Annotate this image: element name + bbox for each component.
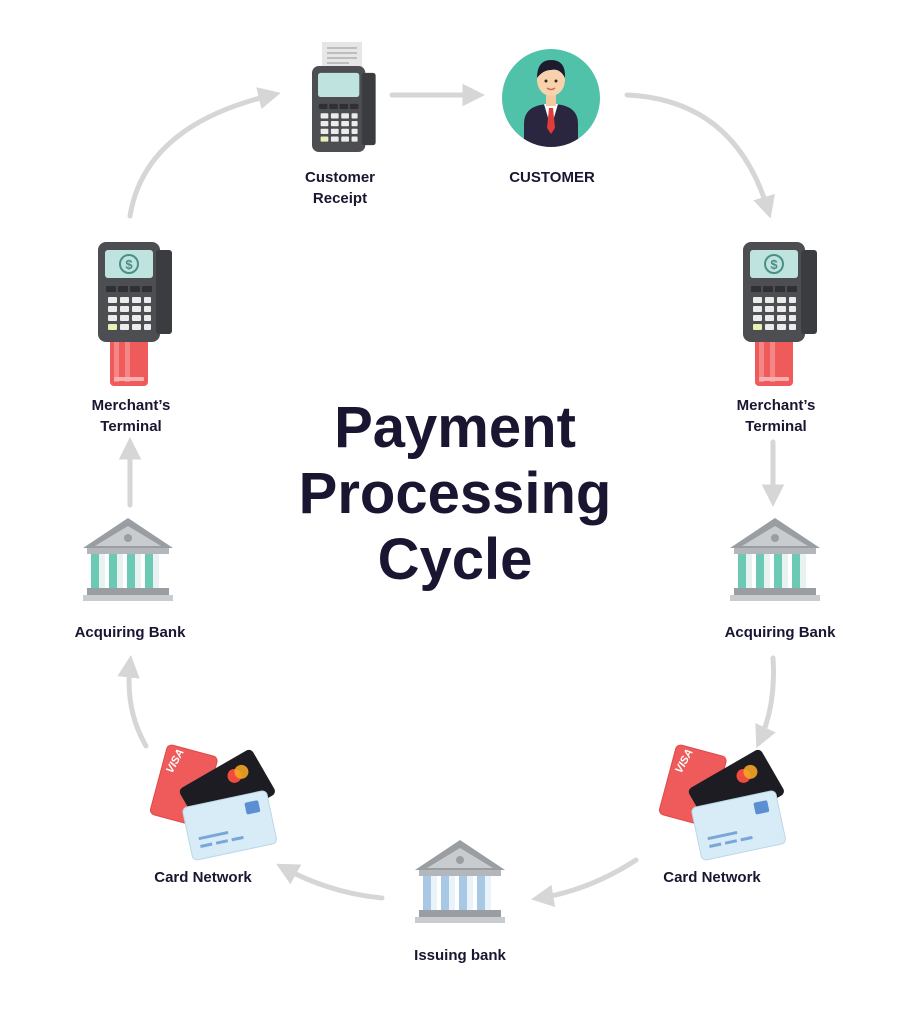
bank-building-icon-left bbox=[83, 518, 173, 601]
title-line-2: Processing bbox=[298, 461, 612, 526]
payment-cards-icon-right bbox=[657, 743, 787, 862]
arrow-bank-right-to-cards-right bbox=[755, 655, 776, 749]
label-acquiring-bank-right: Acquiring Bank bbox=[724, 624, 836, 641]
label-merchant-terminal-right-line-1: Merchant’s bbox=[736, 397, 816, 414]
label-customer-receipt-line-1: Customer bbox=[304, 169, 375, 186]
cycle-arrows bbox=[117, 83, 785, 907]
arrow-customer-to-terminal-right bbox=[624, 92, 775, 219]
arrow-cards-left-to-bank-left bbox=[117, 655, 149, 749]
bank-building-icon-issuing bbox=[415, 840, 505, 923]
label-merchant-terminal-left-line-1: Merchant’s bbox=[91, 397, 171, 414]
arrow-terminal-left-to-receipt bbox=[127, 87, 281, 219]
title-line-3: Cycle bbox=[377, 527, 533, 592]
label-card-network-right: Card Network bbox=[663, 869, 761, 886]
diagram-title: Payment Processing Cycle bbox=[255, 395, 655, 593]
arrow-issuing-to-cards-left bbox=[276, 863, 385, 901]
label-merchant-terminal-left-line-2: Terminal bbox=[100, 418, 162, 435]
receipt-terminal-icon bbox=[312, 42, 376, 152]
customer-avatar-icon bbox=[502, 49, 600, 147]
label-merchant-terminal-right-line-2: Terminal bbox=[745, 418, 807, 435]
bank-building-icon-right bbox=[730, 518, 820, 601]
payment-cards-icon-left bbox=[148, 743, 278, 862]
label-merchant-terminal-right: Merchant’s Terminal bbox=[711, 395, 841, 437]
label-customer-receipt-line-2: Receipt bbox=[312, 190, 368, 207]
label-customer: CUSTOMER bbox=[509, 169, 595, 186]
label-issuing-bank: Issuing bank bbox=[414, 947, 506, 964]
pos-terminal-icon-right bbox=[743, 242, 817, 386]
pos-terminal-icon-left bbox=[98, 242, 172, 386]
label-merchant-terminal-left: Merchant’s Terminal bbox=[66, 395, 196, 437]
label-acquiring-bank-left: Acquiring Bank bbox=[74, 624, 186, 641]
title-line-1: Payment bbox=[334, 395, 576, 460]
label-card-network-left: Card Network bbox=[154, 869, 252, 886]
label-customer-receipt: Customer Receipt bbox=[280, 167, 400, 209]
arrow-cards-right-to-issuing bbox=[531, 857, 639, 907]
